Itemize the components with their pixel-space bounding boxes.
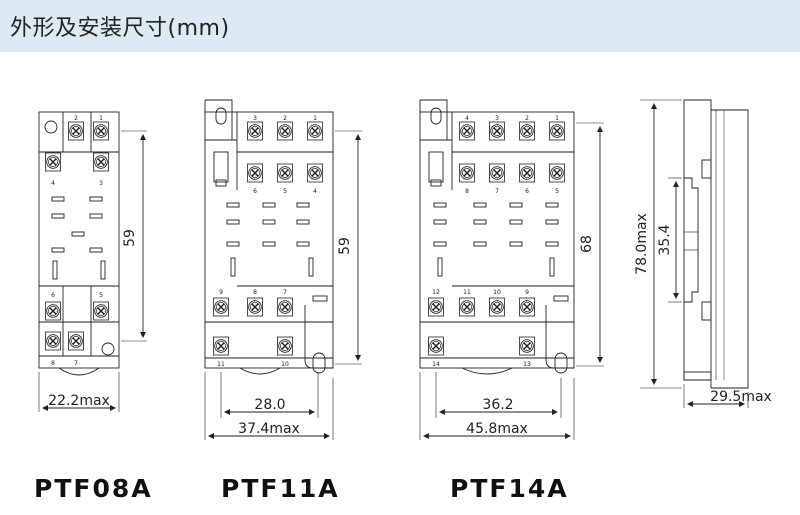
pin-number: 8 [465,188,469,195]
pin-number: 7 [495,188,499,195]
ptf08a-pin-numbers: 2 1 4 3 6 5 8 7 [51,115,103,367]
ptf14a-mount-label: 36.2 [482,397,513,413]
pin-number: 9 [219,289,223,296]
pin-number: 4 [465,115,469,122]
pin-number: 3 [253,115,257,122]
pin-number: 1 [313,115,317,122]
ptf14a-front-view [419,99,604,440]
model-name-ptf14a: PTF14A [450,474,569,503]
pin-number: 5 [555,188,559,195]
pin-number: 8 [51,360,55,367]
ptf14a-height-label: 68 [579,235,595,253]
side-depth-label: 29.5max [710,389,772,405]
pin-number: 4 [313,188,317,195]
ptf14a-pin-numbers: 4 3 2 1 8 7 6 5 12 11 10 9 14 13 [432,115,559,368]
pin-number: 12 [432,289,440,296]
ptf11a-width-label: 37.4max [238,421,300,437]
side-height-label: 78.0max [634,213,650,275]
pin-number: 3 [495,115,499,122]
side-rail-label: 35.4 [657,224,673,255]
pin-number: 8 [253,289,257,296]
pin-number: 1 [99,115,103,122]
pin-number: 5 [283,188,287,195]
pin-number: 7 [283,289,287,296]
pin-number: 2 [283,115,287,122]
ptf11a-pin-numbers: 3 2 1 6 5 4 9 8 7 11 10 [217,115,317,368]
ptf11a-mount-label: 28.0 [254,397,285,413]
pin-number: 1 [555,115,559,122]
pin-number: 6 [525,188,529,195]
page-title: 外形及安装尺寸(mm) [10,16,230,41]
pin-number: 13 [523,361,531,368]
pin-number: 7 [74,360,78,367]
pin-number: 2 [525,115,529,122]
title-banner: 外形及安装尺寸(mm) [0,0,800,52]
pin-number: 5 [99,292,103,299]
pin-number: 3 [99,180,103,187]
pin-number: 9 [525,289,529,296]
pin-number: 10 [281,361,289,368]
side-view [640,99,749,408]
pin-number: 4 [51,180,55,187]
model-name-ptf11a: PTF11A [221,474,340,503]
pin-number: 11 [463,289,471,296]
pin-number: 11 [217,361,225,368]
pin-number: 14 [432,361,440,368]
ptf14a-width-label: 45.8max [466,421,528,437]
ptf08a-width-label: 22.2max [48,393,110,409]
ptf11a-front-view [204,99,362,440]
pin-number: 6 [253,188,257,195]
pin-number: 2 [74,115,78,122]
ptf11a-height-label: 59 [337,237,353,255]
ptf08a-height-label: 59 [122,229,138,247]
pin-number: 6 [51,292,55,299]
model-name-ptf08a: PTF08A [34,474,153,503]
ptf08a-front-view [38,111,147,412]
pin-number: 10 [493,289,501,296]
